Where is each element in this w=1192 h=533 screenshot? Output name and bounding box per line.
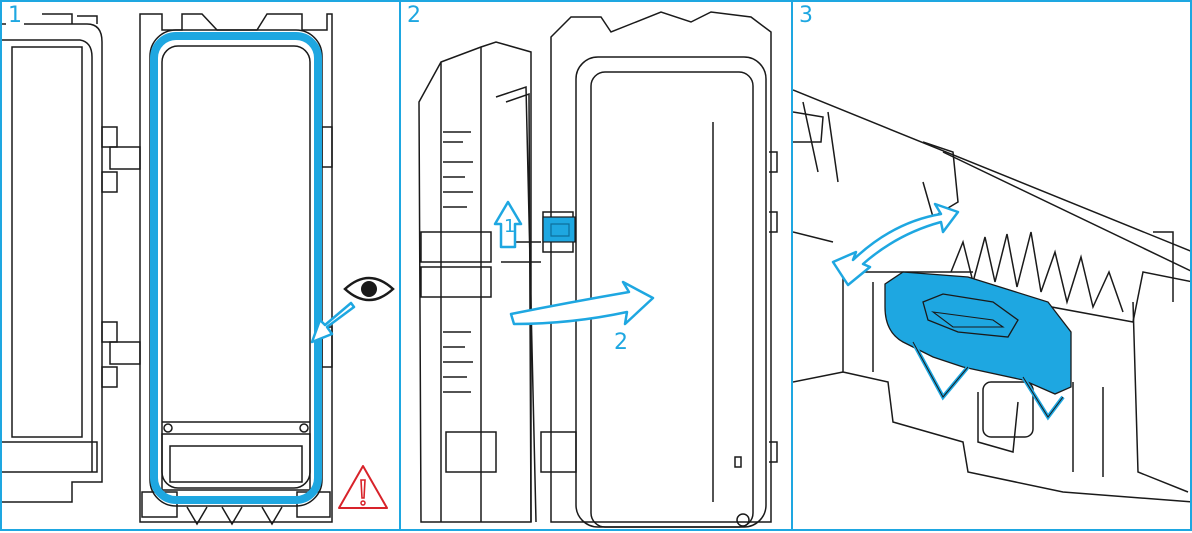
- step-1-panel: 1: [0, 0, 401, 531]
- arrow-label-1: 1: [504, 216, 516, 237]
- arrow-label-2: 2: [614, 330, 628, 355]
- step-number: 3: [797, 3, 815, 28]
- double-headed-arc-arrow-icon: [831, 202, 960, 287]
- step-number: 2: [405, 3, 423, 28]
- warning-icon: [338, 465, 388, 509]
- eye-icon: [343, 276, 395, 302]
- gasket-seal: [150, 32, 322, 504]
- blue-clip: [884, 271, 1072, 421]
- curved-arrow-icon: [509, 280, 655, 326]
- step-2-illustration: [418, 11, 778, 528]
- look-arrow: [310, 301, 356, 344]
- blue-latch: [542, 216, 576, 243]
- step-3-illustration: [793, 89, 1190, 503]
- step-2-panel: 2: [399, 0, 793, 531]
- step-3-panel: 3: [791, 0, 1192, 531]
- arrow-up-icon: [493, 200, 523, 249]
- step-1-illustration: [2, 13, 395, 526]
- step-number: 1: [6, 3, 24, 28]
